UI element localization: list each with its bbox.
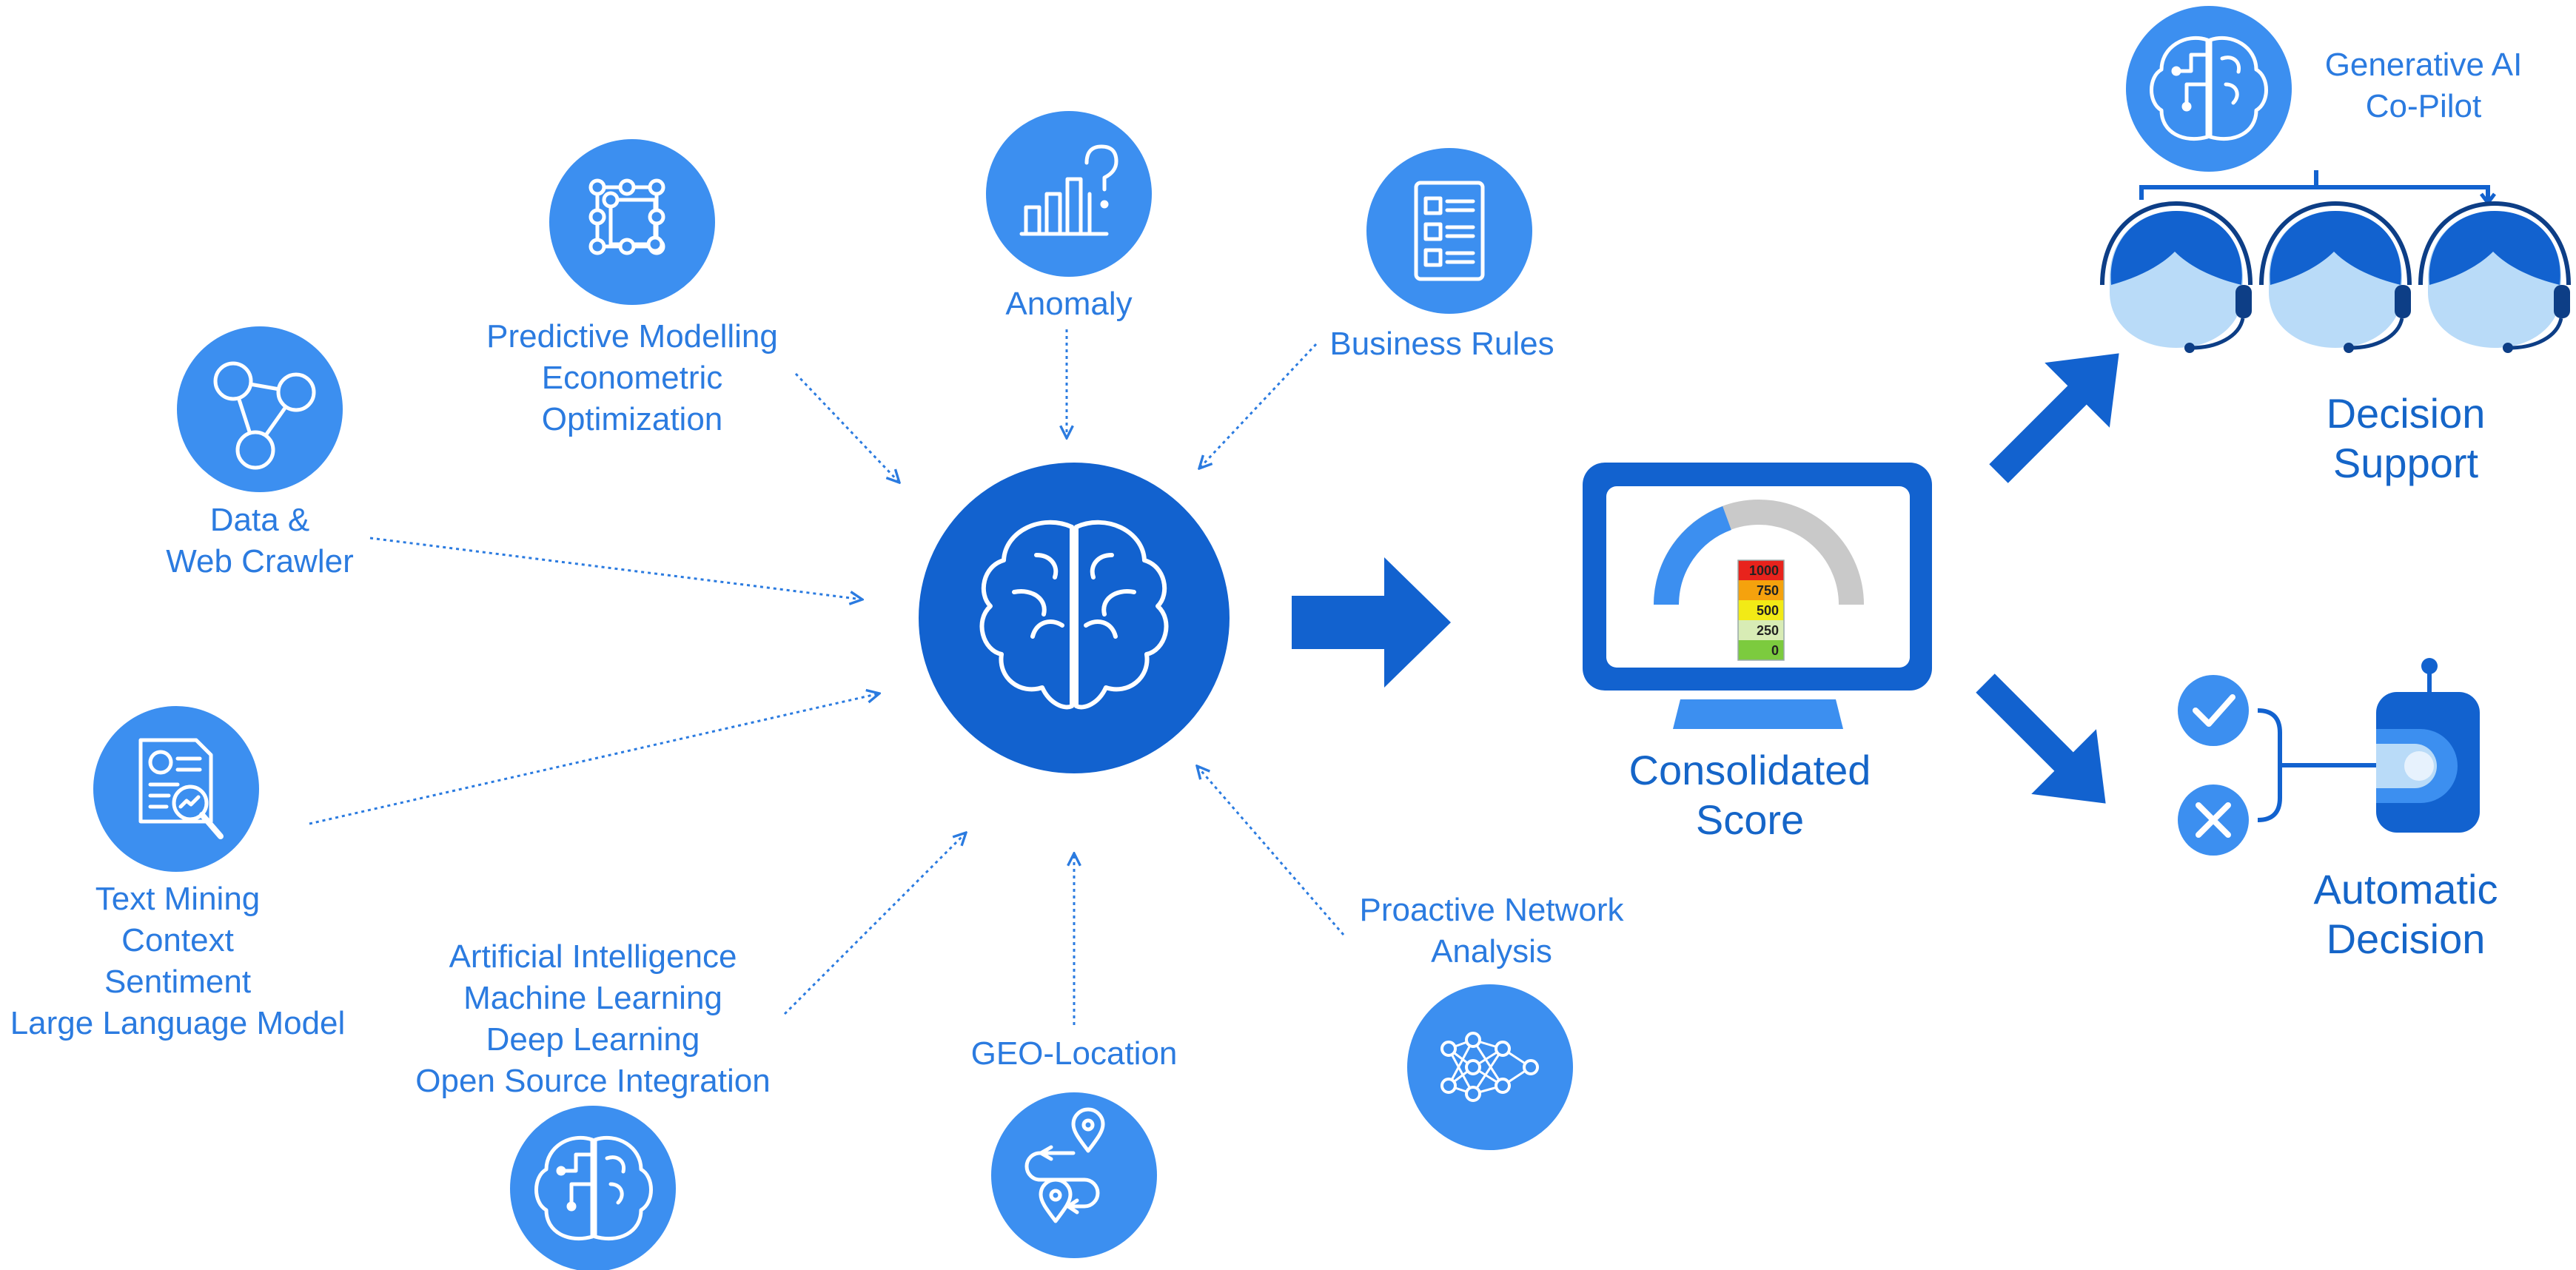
consolidated-score-label: Consolidated Score	[1629, 747, 1871, 844]
business-rules-circle	[1366, 148, 1532, 314]
text-mining-label: Text Mining Context Sentiment Large Lang…	[10, 881, 346, 1041]
connector-predictive	[794, 372, 899, 483]
text-mining-circle	[93, 706, 259, 872]
connector-ai	[783, 833, 966, 1015]
network-graph-icon	[213, 361, 316, 470]
connector-business-rules	[1199, 343, 1318, 468]
circuit-brain-icon	[2150, 36, 2268, 141]
connector-text-mining	[309, 693, 879, 825]
arrow-to-score	[1292, 557, 1451, 688]
decision-bracket	[2257, 708, 2380, 822]
generative-ai-label: Generative AI Co-Pilot	[2324, 47, 2523, 124]
arrow-to-decision-support	[1989, 353, 2119, 483]
route-pins-icon	[1024, 1107, 1105, 1223]
chart-question-icon	[1019, 144, 1118, 236]
crawler-label: Data & Web Crawler	[166, 502, 354, 579]
connector-crawler	[369, 537, 862, 599]
gauge-level-0: 0	[1771, 643, 1779, 658]
score-gauge: 1000 750 500 250 0	[1737, 560, 1785, 661]
brain-icon	[979, 520, 1169, 710]
circuit-brain-icon	[534, 1135, 653, 1241]
predictive-circle	[549, 139, 715, 305]
cross-icon	[2178, 784, 2249, 856]
agents-bracket	[2139, 170, 2496, 206]
predictive-modelling-label: Predictive Modelling Econometric Optimiz…	[486, 318, 778, 437]
neural-network-icon	[1440, 1032, 1539, 1102]
decision-support-label: Decision Support	[2326, 390, 2486, 487]
network-analysis-label: Proactive Network Analysis	[1359, 892, 1624, 970]
gauge-level-500: 500	[1757, 603, 1779, 618]
gauge-level-750: 750	[1757, 583, 1779, 598]
business-rules-label: Business Rules	[1329, 326, 1554, 362]
ai-label: Artificial Intelligence Machine Learning…	[415, 938, 771, 1099]
anomaly-label: Anomaly	[1005, 286, 1133, 322]
agent-headset-icon	[2100, 201, 2571, 353]
gauge-level-1000: 1000	[1749, 563, 1779, 578]
check-icon	[2178, 675, 2249, 746]
automatic-decision-label: Automatic Decision	[2313, 866, 2498, 963]
grid-nodes-icon	[588, 178, 665, 255]
crawler-circle	[177, 326, 343, 492]
document-search-icon	[138, 738, 224, 839]
gauge-level-250: 250	[1757, 623, 1779, 638]
connector-network	[1197, 766, 1345, 935]
arrow-to-automatic-decision	[1976, 673, 2106, 804]
geo-location-label: GEO-Location	[970, 1035, 1178, 1072]
geo-circle	[991, 1092, 1157, 1258]
robot-icon	[2376, 658, 2480, 833]
numbered-list-icon	[1414, 181, 1485, 281]
